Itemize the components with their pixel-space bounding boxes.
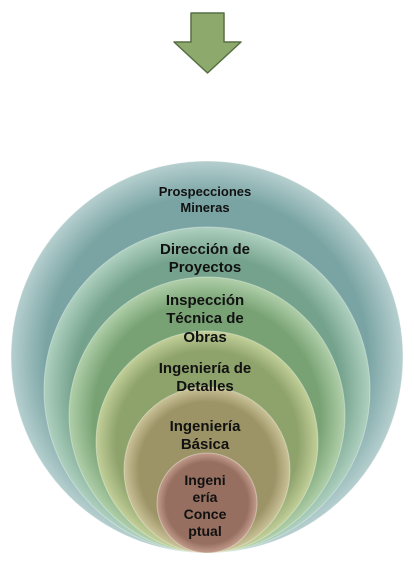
- ring-label-prospecciones: Prospecciones Mineras: [158, 184, 252, 215]
- ring-conceptual: [156, 452, 258, 554]
- ring-label-direccion: Dirección de Proyectos: [159, 241, 251, 277]
- down-arrow-shape: [173, 12, 242, 74]
- ring-label-conceptual: Ingeni ería Conce ptual: [183, 472, 227, 540]
- ring-label-detalles: Ingeniería de Detalles: [158, 360, 252, 396]
- ring-label-basica: Ingeniería Básica: [169, 418, 241, 454]
- down-arrow-icon: [173, 12, 242, 74]
- ring-label-inspeccion: Inspección Técnica de Obras: [165, 292, 245, 346]
